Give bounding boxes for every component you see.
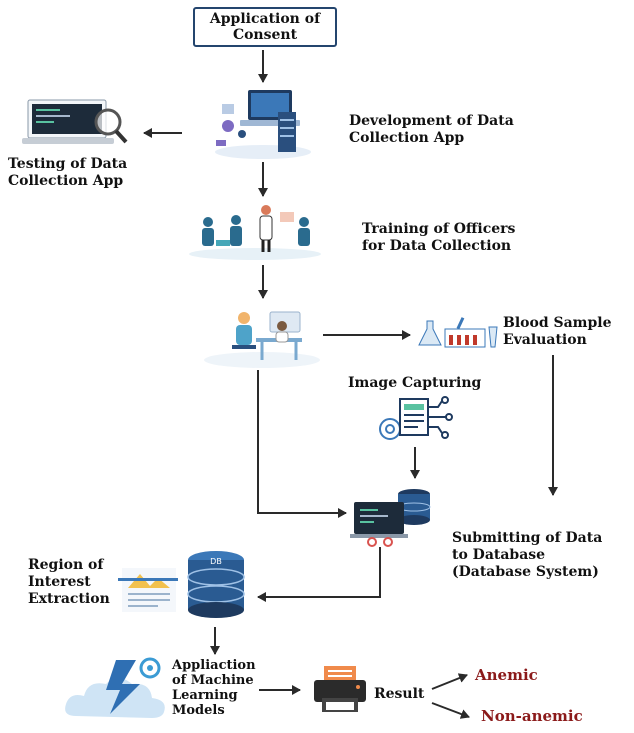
roi-extraction-icon: DB [118,551,245,618]
anemic-label: Anemic [475,666,538,684]
arrow-database-to-roi [257,547,381,602]
database-badge: DB [210,557,222,566]
testing-label: Testing of Data Collection App [8,156,128,189]
laptop-server-icon [215,90,311,159]
consent-label: Application of Consent [209,11,321,43]
ml-label: Appliaction of Machine Learning Models [172,658,256,718]
submitting-label: Submitting of Data to Database (Database… [452,530,603,580]
blood-label: Blood Sample Evaluation [503,315,612,348]
database-system-icon [350,489,431,547]
result-label: Result [374,686,425,702]
data-collection-icon [204,311,320,368]
consent-node: Application of Consent [193,7,337,47]
magnifier-laptop-icon [22,99,128,144]
test-tubes-icon [418,317,498,348]
roi-label: Region of Interest Extraction [28,557,110,607]
arrow-collection-to-database [257,370,347,518]
people-training-icon [189,205,321,260]
document-gear-icon [379,396,453,440]
ml-cloud-icon [65,657,165,718]
arrow-result-to-anemic [431,673,468,690]
arrow-result-to-nonanemic [431,702,470,719]
development-label: Development of Data Collection App [349,113,514,146]
image-capturing-label: Image Capturing [348,375,482,391]
nonanemic-label: Non-anemic [481,707,583,725]
training-label: Training of Officers for Data Collection [362,221,516,254]
printer-icon [314,666,366,712]
